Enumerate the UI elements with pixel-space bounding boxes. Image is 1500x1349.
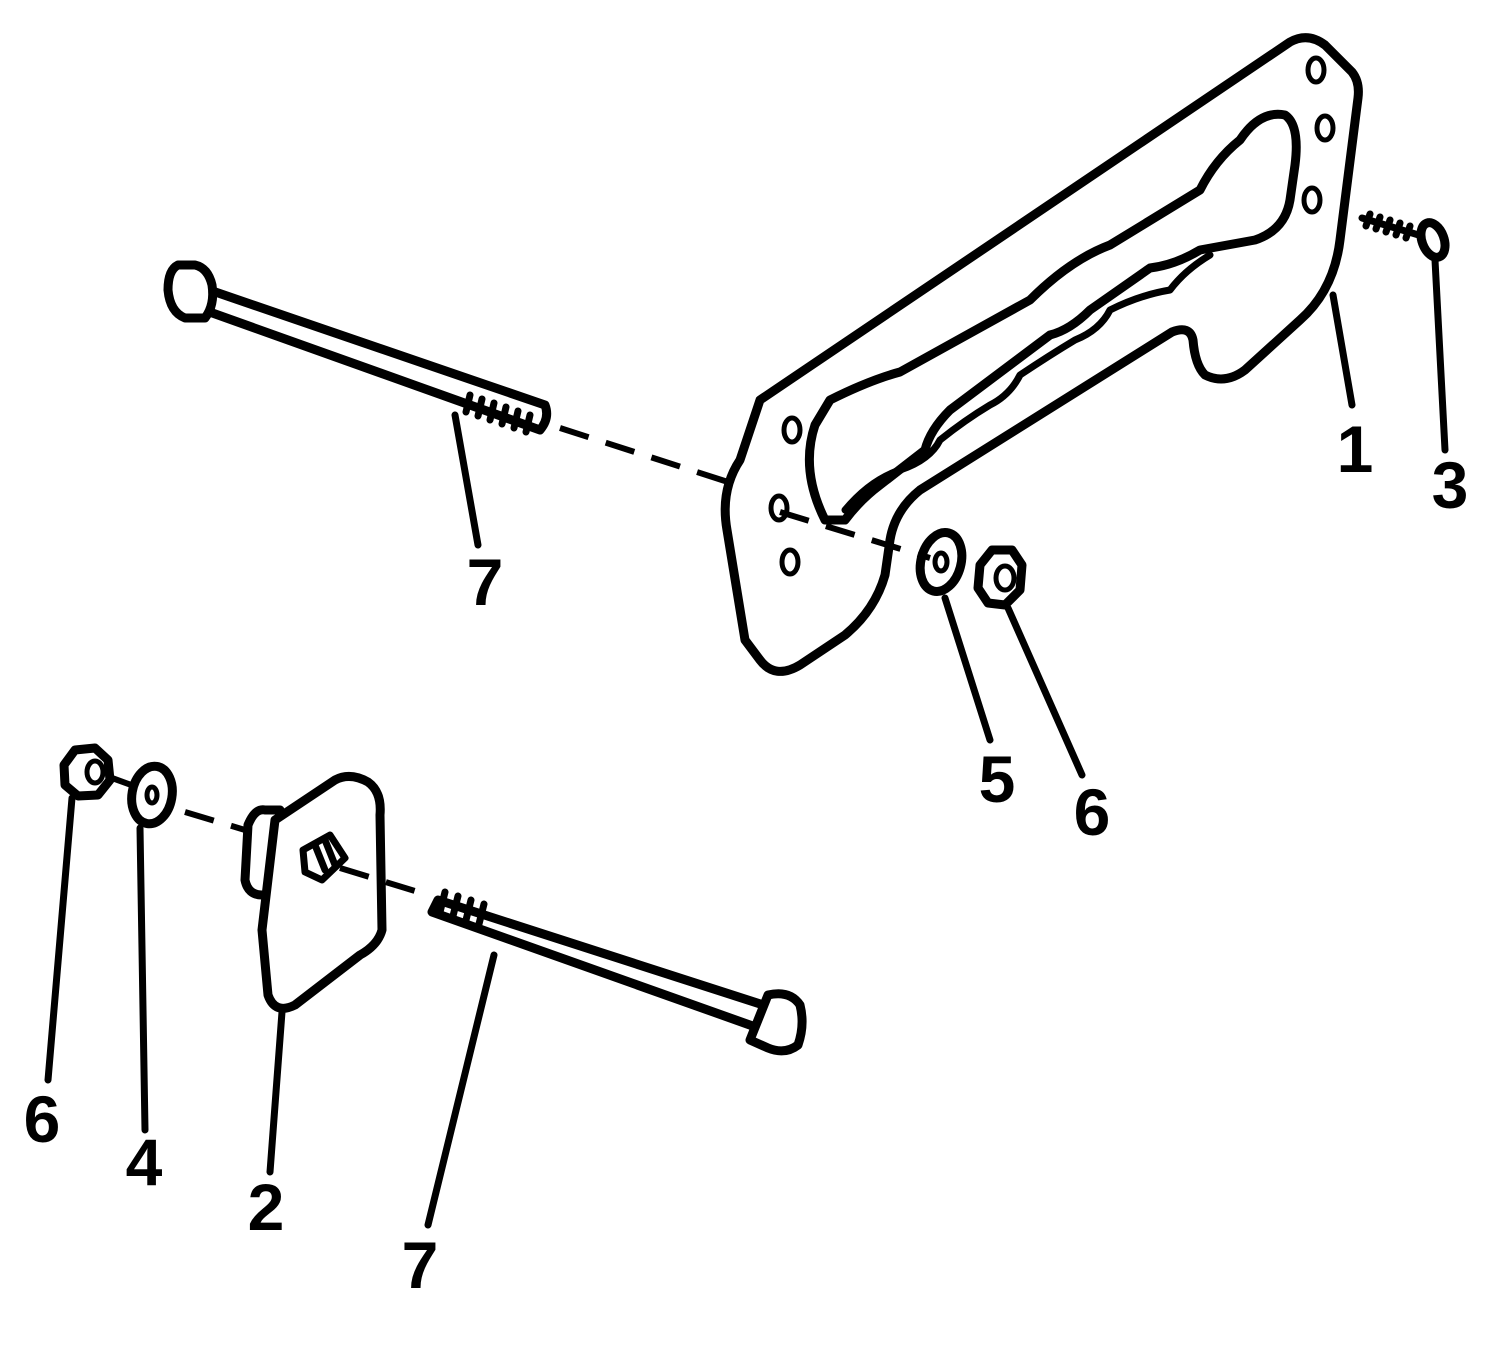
callout-4: 4 — [126, 1125, 163, 1199]
callout-7-upper: 7 — [467, 545, 504, 619]
callout-6-lower: 6 — [24, 1082, 61, 1156]
washer-part-4 — [127, 761, 177, 829]
callout-3: 3 — [1432, 448, 1469, 522]
screw-part-3 — [1358, 210, 1450, 262]
clamp-pad-part-2 — [240, 772, 387, 1013]
callout-7-lower: 7 — [402, 1228, 439, 1302]
nut-lower-part-6 — [59, 743, 115, 801]
callout-1: 1 — [1337, 412, 1374, 486]
callout-6-upper: 6 — [1074, 775, 1111, 849]
bracket-plate-part-1 — [720, 33, 1363, 676]
washer-part-5 — [915, 528, 967, 596]
callout-2: 2 — [248, 1170, 285, 1244]
bolt-upper-part-7 — [163, 260, 552, 436]
callout-labels: 1 3 7 5 6 6 4 2 7 — [24, 412, 1469, 1302]
callout-5: 5 — [979, 742, 1016, 816]
assembly-lines — [110, 425, 931, 898]
bolt-lower-part-7 — [427, 888, 807, 1056]
leader-lines — [44, 256, 1449, 1229]
nut-upper-part-6 — [973, 545, 1027, 610]
